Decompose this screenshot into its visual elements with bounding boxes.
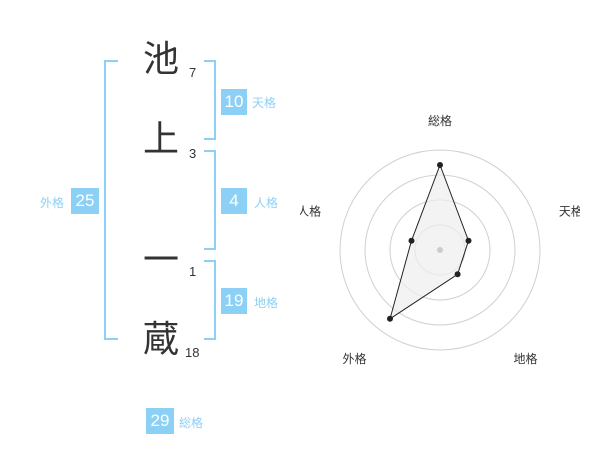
stroke-count-3: 1 [189, 264, 197, 279]
soukaku-label: 総格 [179, 416, 204, 430]
jinkaku-label: 人格 [254, 196, 279, 210]
radar-points [387, 162, 472, 322]
radar-point-4 [408, 237, 415, 244]
radar-axis-label-4: 人格 [300, 203, 321, 218]
tenkaku-label: 天格 [252, 96, 277, 110]
radar-axis-label-1: 天格 [559, 203, 580, 218]
radar-ring-4 [339, 149, 541, 351]
gaikaku-label: 外格 [40, 196, 65, 210]
radar-axis-label-0: 総格 [428, 113, 452, 128]
tenkaku-bracket [204, 60, 216, 140]
stroke-count-2: 3 [189, 146, 197, 161]
radar-axis-label-2: 地格 [514, 351, 538, 366]
name-char-1: 池 [143, 39, 180, 80]
chikaku-label: 地格 [254, 296, 279, 310]
stroke-count-1: 7 [189, 65, 197, 80]
radar-axis-label-3: 外格 [342, 351, 366, 366]
name-char-4: 蔵 [143, 319, 180, 360]
jinkaku-value: 4 [221, 188, 247, 214]
radar-point-1 [465, 237, 472, 244]
radar-center-dot [437, 247, 443, 253]
chikaku-bracket [204, 260, 216, 340]
stroke-count-4: 18 [185, 345, 200, 360]
gaikaku-value: 25 [71, 188, 99, 214]
radar-point-2 [454, 271, 461, 278]
radar-point-3 [387, 315, 393, 322]
radar-point-0 [437, 162, 443, 168]
name-char-3: 一 [143, 240, 180, 281]
jinkaku-bracket [204, 150, 216, 250]
soukaku-value: 29 [146, 408, 174, 434]
tenkaku-value: 10 [221, 89, 247, 115]
gaikaku-bracket [104, 60, 118, 340]
name-char-2: 上 [143, 119, 180, 160]
radar-data-polygon [389, 163, 470, 320]
chikaku-value: 19 [221, 288, 247, 314]
